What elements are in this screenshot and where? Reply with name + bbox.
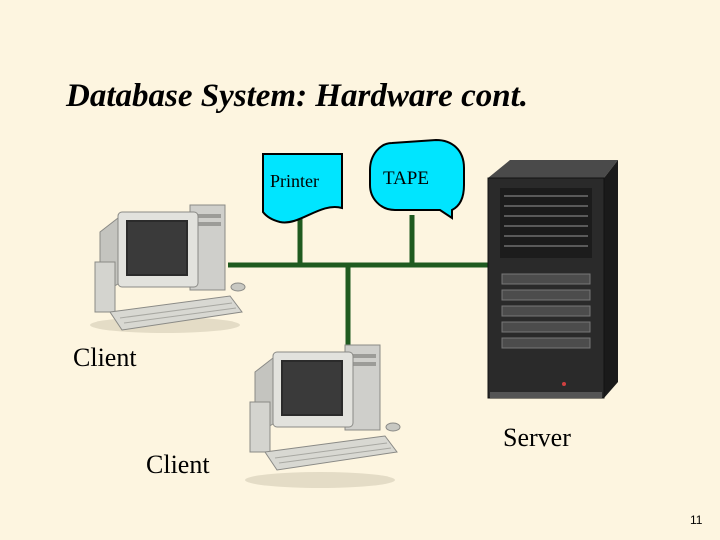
server-tower-icon <box>487 160 618 399</box>
client-1-label: Client <box>73 343 137 372</box>
slide-title: Database System: Hardware cont. <box>66 78 528 114</box>
server-label: Server <box>503 423 571 452</box>
printer-label: Printer <box>270 171 319 191</box>
tape-icon <box>369 138 465 220</box>
network-bus <box>228 212 490 345</box>
printer-icon <box>262 153 343 224</box>
client-2-computer-icon <box>245 344 401 488</box>
tape-label: TAPE <box>383 168 429 189</box>
client-1-computer-icon <box>90 204 246 333</box>
page-number: 11 <box>690 513 703 527</box>
client-2-label: Client <box>146 450 210 479</box>
